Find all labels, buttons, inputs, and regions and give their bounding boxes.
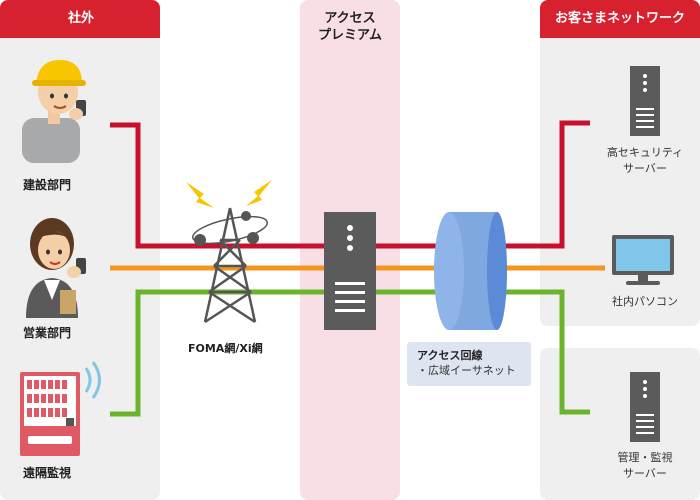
label-remote-monitoring: 遠隔監視: [23, 466, 72, 480]
label-management-server-line1: 管理・監視: [617, 451, 673, 464]
label-security-server: 高セキュリティ サーバー: [590, 145, 700, 177]
label-construction-dept: 建設部門: [23, 178, 72, 192]
left-panel-title: 社外: [0, 0, 160, 38]
right-panel-bottom: [540, 348, 700, 500]
server-icon-management: [630, 372, 660, 442]
server-icon-center: [324, 212, 376, 330]
radio-tower-icon: [186, 180, 272, 324]
label-security-server-line2: サーバー: [623, 162, 667, 175]
label-management-server-line2: サーバー: [623, 467, 667, 480]
tunnel-icon: [434, 212, 507, 330]
label-office-pc: 社内パソコン: [590, 294, 700, 310]
access-line-item: ・広域イーサネット: [417, 364, 516, 377]
right-panel-title: お客さまネットワーク: [540, 0, 700, 38]
worker-helmet-icon: [22, 60, 86, 163]
access-premium-title: アクセス プレミアム: [300, 10, 400, 44]
businesswoman-icon: [26, 218, 86, 318]
label-security-server-line1: 高セキュリティ: [606, 146, 684, 159]
access-line-box: アクセス回線 ・広域イーサネット: [407, 342, 531, 386]
access-line-title: アクセス回線: [417, 349, 483, 362]
access-premium-title-line1: アクセス: [324, 11, 376, 26]
vending-machine-icon: [20, 361, 101, 456]
label-sales-dept: 営業部門: [23, 326, 72, 340]
monitor-icon: [612, 235, 674, 285]
access-premium-title-line2: プレミアム: [317, 28, 383, 43]
label-tower-network: FOMA網/Xi網: [188, 342, 263, 355]
server-icon-security: [630, 66, 660, 136]
label-management-server: 管理・監視 サーバー: [590, 450, 700, 482]
label-office-pc-line1: 社内パソコン: [612, 295, 678, 308]
